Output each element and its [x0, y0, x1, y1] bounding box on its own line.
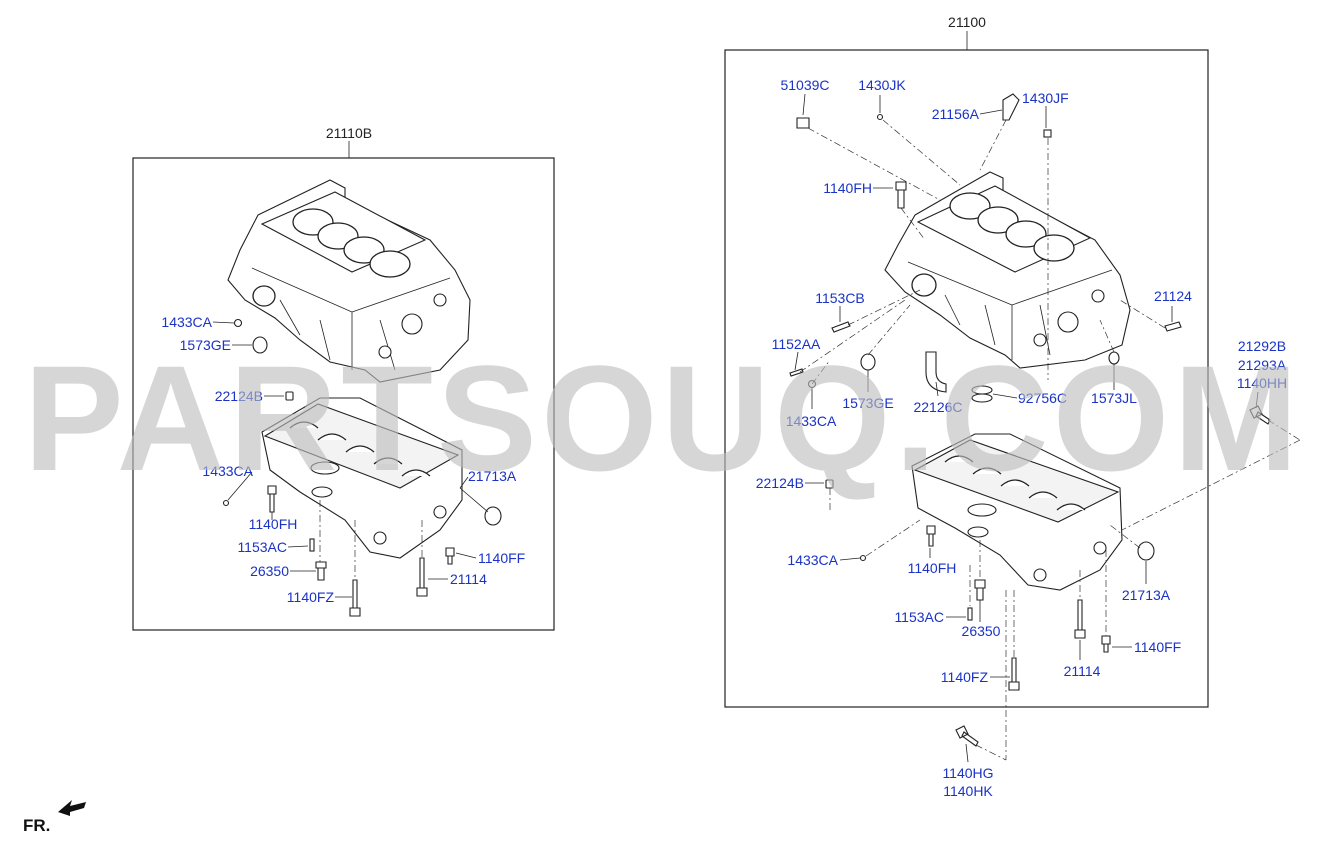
- callout-21713A[interactable]: 21713A: [1122, 587, 1171, 603]
- callout-1573JL[interactable]: 1573JL: [1091, 390, 1137, 406]
- callout-1140FF[interactable]: 1140FF: [1134, 639, 1181, 655]
- callout-21156A[interactable]: 21156A: [932, 106, 980, 122]
- callout-1140FH[interactable]: 1140FH: [249, 516, 298, 532]
- callout-1430JK[interactable]: 1430JK: [858, 77, 906, 93]
- callout-1573GE[interactable]: 1573GE: [180, 337, 231, 353]
- callout-1153CB[interactable]: 1153CB: [815, 290, 865, 306]
- left-callouts: 1433CA 1573GE 22124B 1433CA 21713A 1140F…: [161, 314, 525, 605]
- callout-21124[interactable]: 21124: [1154, 288, 1192, 304]
- callout-1140FZ[interactable]: 1140FZ: [287, 589, 335, 605]
- callout-21292B[interactable]: 21292B: [1238, 338, 1286, 354]
- callout-22124B[interactable]: 22124B: [756, 475, 804, 491]
- left-cylinder-block-upper[interactable]: [227, 179, 471, 383]
- callout-1433CA-lower[interactable]: 1433CA: [202, 463, 253, 479]
- callout-21114[interactable]: 21114: [450, 571, 487, 587]
- right-callouts: 51039C 1430JK 21156A 1430JF 1140FH 1153C…: [756, 77, 1192, 685]
- right-assembly-label: 21100: [948, 14, 986, 30]
- callout-1433CA[interactable]: 1433CA: [786, 413, 837, 429]
- callout-1140HG[interactable]: 1140HG: [942, 765, 993, 781]
- callout-1573GE[interactable]: 1573GE: [842, 395, 893, 411]
- left-leader-lines: [212, 321, 489, 598]
- callout-21293A[interactable]: 21293A: [1238, 357, 1287, 373]
- callout-1433CA-lower[interactable]: 1433CA: [787, 552, 838, 568]
- right-small-parts: [789, 93, 1271, 747]
- callout-1152AA[interactable]: 1152AA: [772, 336, 821, 352]
- callout-1140HH[interactable]: 1140HH: [1237, 375, 1287, 391]
- right-cylinder-block-upper[interactable]: [884, 171, 1131, 369]
- front-label: FR.: [23, 816, 50, 835]
- right-leader-lines: [794, 93, 1301, 763]
- left-assembly-label: 21110B: [326, 125, 372, 141]
- callout-1140FZ[interactable]: 1140FZ: [941, 669, 989, 685]
- callout-1153AC[interactable]: 1153AC: [237, 539, 287, 555]
- left-small-parts: [222, 318, 502, 617]
- callout-21713A[interactable]: 21713A: [468, 468, 517, 484]
- front-arrow-icon: [58, 800, 86, 816]
- left-assembly-frame: [132, 157, 555, 631]
- callout-1433CA[interactable]: 1433CA: [161, 314, 212, 330]
- callout-51039C[interactable]: 51039C: [780, 77, 829, 93]
- right-cylinder-block-lower[interactable]: [911, 433, 1123, 591]
- watermark-text: PARTSOUQ.COM: [24, 334, 1303, 502]
- front-orientation-indicator: FR.: [23, 800, 86, 835]
- callout-1140FF[interactable]: 1140FF: [478, 550, 525, 566]
- callout-22126C[interactable]: 22126C: [913, 399, 962, 415]
- outside-callouts: 21292B 21293A 1140HH 1140HG 1140HK: [942, 338, 1287, 799]
- left-cylinder-block-lower[interactable]: [261, 397, 463, 559]
- callout-92756C[interactable]: 92756C: [1018, 390, 1067, 406]
- callout-26350[interactable]: 26350: [250, 563, 289, 579]
- callout-1140HK[interactable]: 1140HK: [943, 783, 993, 799]
- callout-1140FH-lower[interactable]: 1140FH: [908, 560, 957, 576]
- callout-1153AC[interactable]: 1153AC: [894, 609, 944, 625]
- callout-26350[interactable]: 26350: [962, 623, 1001, 639]
- right-assembly-frame: [724, 49, 1209, 708]
- callout-1430JF[interactable]: 1430JF: [1022, 90, 1069, 106]
- callout-21114[interactable]: 21114: [1064, 663, 1101, 679]
- callout-1140FH[interactable]: 1140FH: [823, 180, 872, 196]
- callout-22124B[interactable]: 22124B: [215, 388, 263, 404]
